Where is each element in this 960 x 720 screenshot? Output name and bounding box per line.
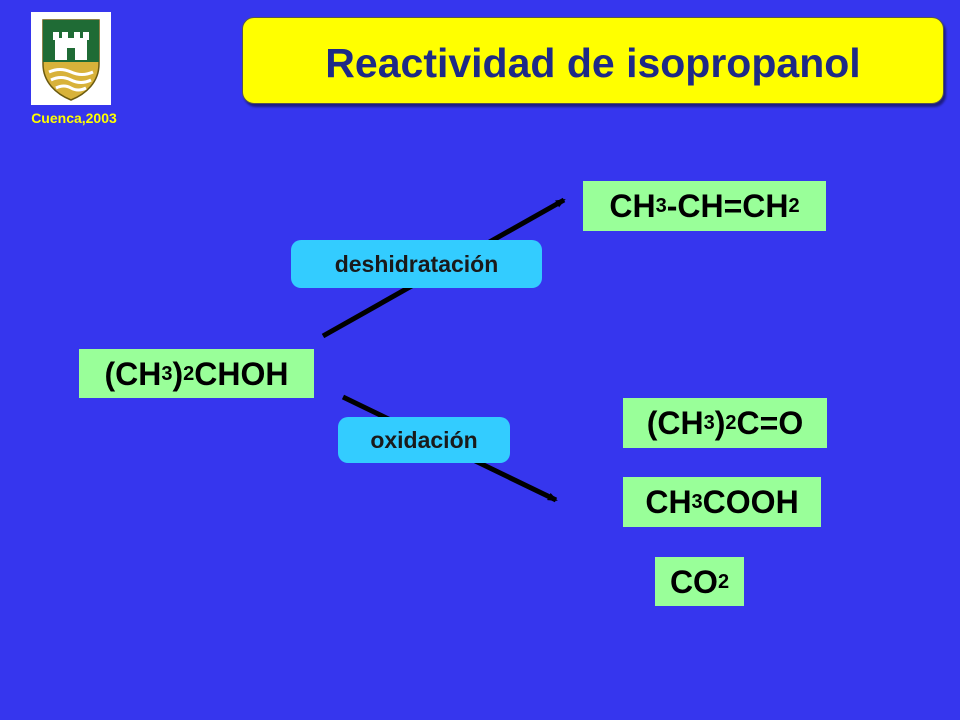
formula-text: (CH (104, 355, 162, 392)
oxidation-label: oxidación (338, 417, 510, 463)
formula-text: CHOH (194, 355, 289, 392)
formula-text: (CH (646, 405, 704, 441)
title-banner: Reactividad de isopropanol (242, 17, 944, 104)
page-title: Reactividad de isopropanol (325, 40, 861, 86)
formula-text: C=O (736, 405, 804, 441)
formula-text: ) (172, 355, 184, 392)
formula-text: CH (609, 188, 656, 224)
crest-icon (42, 19, 100, 101)
formula-text: CH (645, 484, 692, 520)
formula-text: CO (669, 563, 718, 600)
formula-text: COOH (702, 484, 799, 520)
logo-caption: Cuenca,2003 (31, 110, 117, 126)
dehydration-label: deshidratación (291, 240, 542, 288)
university-logo (31, 12, 111, 105)
formula-text: ) (714, 405, 726, 441)
formula-text: -CH=CH (666, 188, 789, 224)
